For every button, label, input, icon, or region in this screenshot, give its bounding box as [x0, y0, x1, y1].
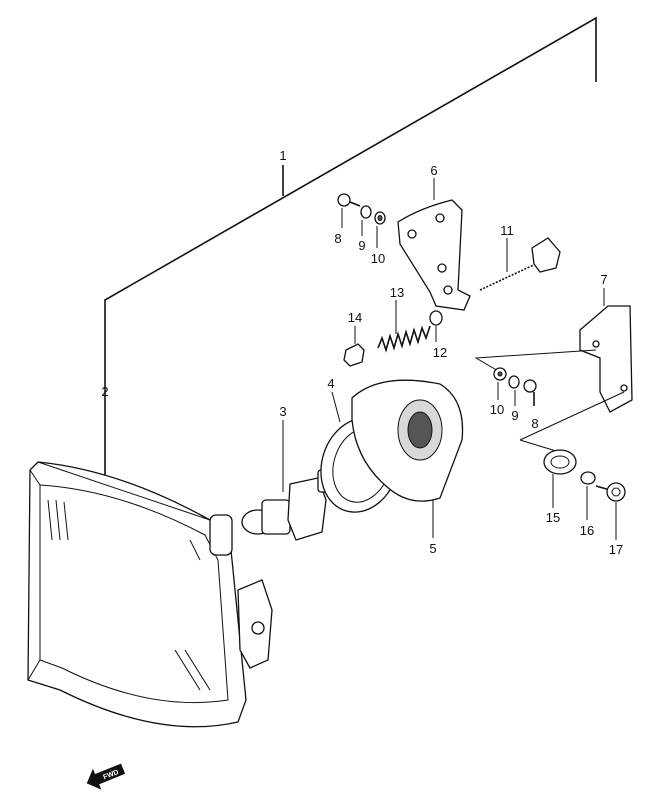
callout-8-upper: 8 [334, 231, 341, 246]
callouts: 1 2 3 4 5 6 7 8 9 10 11 12 13 14 10 9 8 … [101, 148, 623, 557]
assembly-bracket [104, 16, 597, 478]
nut-14 [343, 326, 365, 367]
collar [580, 471, 596, 520]
callout-1: 1 [279, 148, 286, 163]
callout-10-lower: 10 [490, 402, 504, 417]
callout-8-lower: 8 [531, 416, 538, 431]
guide-lines [474, 349, 625, 452]
washer-9-upper [360, 205, 372, 236]
callout-11: 11 [500, 223, 514, 238]
callout-9-upper: 9 [358, 238, 365, 253]
callout-9-lower: 9 [511, 408, 518, 423]
spring [377, 300, 431, 353]
washer-10-upper [374, 211, 386, 248]
screw-lower [523, 379, 537, 406]
callout-17: 17 [609, 542, 623, 557]
callout-4: 4 [327, 376, 334, 391]
callout-15: 15 [546, 510, 560, 525]
callout-5: 5 [429, 541, 436, 556]
grommet [543, 449, 577, 508]
callout-7: 7 [600, 272, 607, 287]
side-bracket [579, 288, 633, 413]
bolt [595, 482, 626, 540]
callout-3: 3 [279, 404, 286, 419]
callout-14: 14 [348, 310, 362, 325]
callout-16: 16 [580, 523, 594, 538]
callout-6: 6 [430, 163, 437, 178]
callout-12: 12 [433, 345, 447, 360]
callout-2: 2 [101, 384, 108, 399]
screw-upper [337, 193, 361, 228]
fwd-arrow: FWD [86, 763, 126, 790]
washer-9-lower [508, 375, 520, 406]
callout-13: 13 [390, 285, 404, 300]
headlight-unit [27, 461, 273, 728]
housing [351, 379, 464, 538]
callout-10-upper: 10 [371, 251, 385, 266]
washer-10-lower [493, 367, 507, 400]
adjuster-screw [479, 237, 561, 291]
mounting-bracket [397, 178, 471, 311]
washer-12 [429, 310, 443, 342]
